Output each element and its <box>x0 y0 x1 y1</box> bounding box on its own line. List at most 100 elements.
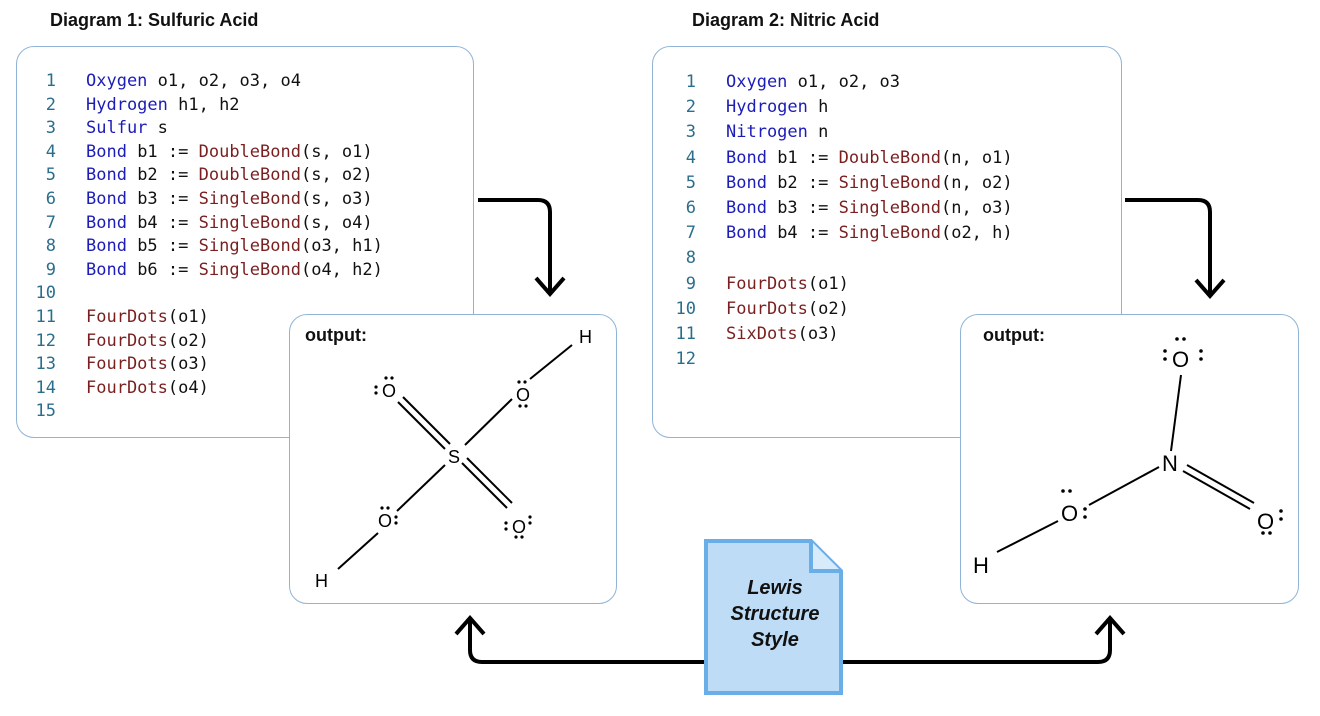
diagram2-title: Diagram 2: Nitric Acid <box>692 10 880 30</box>
code-text: (o3, h1) <box>300 236 383 257</box>
code-function: SingleBond <box>198 259 301 280</box>
code-text: b4 := <box>126 212 199 233</box>
code-function: FourDots <box>726 273 808 294</box>
code-text: (n, o1) <box>940 147 1013 168</box>
atom-o2: O <box>512 517 526 537</box>
line-number: 3 <box>45 118 56 139</box>
diagram2-output-label: output: <box>983 325 1045 345</box>
lewis-style-document: Lewis Structure Style <box>704 539 843 695</box>
code-keyword: Oxygen <box>726 72 788 92</box>
atom-s: S <box>448 447 460 467</box>
code-function: FourDots <box>86 377 168 398</box>
code-function: SingleBond <box>198 188 301 209</box>
code-text: o1, o2, o3, o4 <box>147 71 301 91</box>
code-line: 14 FourDots(o4) <box>28 377 383 401</box>
line-number: 5 <box>685 172 696 193</box>
atom-o3: O <box>378 511 392 531</box>
bond-o3-h1 <box>337 532 379 570</box>
code-function: SixDots <box>726 324 798 345</box>
nitric-acid-lewis-structure: N O O O H <box>973 337 1283 578</box>
bond-s-o1-b <box>402 396 451 445</box>
code-function: FourDots <box>726 298 808 319</box>
code-keyword: Bond <box>726 198 767 219</box>
code-keyword: Bond <box>86 188 127 209</box>
diagram1-arrowhead-down <box>534 276 566 298</box>
code-text: (o1) <box>807 273 849 294</box>
code-text: b3 := <box>126 188 199 209</box>
code-keyword: Hydrogen <box>726 97 808 118</box>
bond-s-o2-b <box>466 457 513 504</box>
code-keyword: Bond <box>86 259 127 280</box>
atom-o-right: O <box>1257 509 1274 534</box>
bond-o2-h <box>996 520 1059 553</box>
bond-o4-h2 <box>529 344 573 380</box>
code-line: 12 <box>668 347 1013 372</box>
code-text: b1 := <box>766 147 839 168</box>
code-text: (o1) <box>167 306 209 327</box>
code-line: 6 Bond b3 := SingleBond(s, o3) <box>28 188 383 212</box>
code-keyword: Bond <box>86 141 127 162</box>
line-number: 4 <box>685 147 696 168</box>
sulfuric-acid-lewis-structure: S O O O O H H <box>315 327 592 591</box>
code-function: SingleBond <box>838 172 941 193</box>
code-text: (o4, h2) <box>300 259 383 280</box>
code-keyword: Oxygen <box>86 71 148 91</box>
line-number: 12 <box>675 349 696 370</box>
code-text: b2 := <box>126 165 199 186</box>
style-line-2: Structure <box>731 603 820 625</box>
code-function: DoubleBond <box>198 141 301 162</box>
style-to-diagram2-arrowhead <box>1094 614 1126 636</box>
lone-pairs-sulfuric <box>374 376 532 539</box>
atom-n: N <box>1162 451 1178 476</box>
diagram1-output-card: output: S O O O O H H <box>289 314 617 604</box>
code-keyword: Sulfur <box>86 118 148 139</box>
atom-o-top: O <box>1172 347 1189 372</box>
bond-n-o3-b <box>1182 470 1251 510</box>
code-text: b1 := <box>126 141 199 162</box>
code-function: FourDots <box>86 306 168 327</box>
line-number: 7 <box>685 223 696 244</box>
code-keyword: Hydrogen <box>86 94 168 115</box>
line-number: 2 <box>685 97 696 118</box>
code-function: SingleBond <box>198 236 301 257</box>
code-text: (n, o3) <box>940 198 1013 219</box>
line-number: 6 <box>45 188 56 209</box>
style-to-diagram2-arrow <box>843 620 1112 664</box>
atom-h: H <box>973 553 989 578</box>
code-function: FourDots <box>86 330 168 351</box>
atom-o-left: O <box>1061 501 1078 526</box>
code-text: (o4) <box>167 377 209 398</box>
code-function: SingleBond <box>838 198 941 219</box>
code-text: (s, o1) <box>300 141 373 162</box>
code-keyword: Bond <box>726 223 767 244</box>
code-text: b6 := <box>126 259 199 280</box>
bond-n-o3-a <box>1186 464 1255 504</box>
document-fold-icon <box>809 541 841 573</box>
atom-o4: O <box>516 385 530 405</box>
bond-n-o1 <box>1170 374 1182 452</box>
code-text: s <box>147 118 168 139</box>
code-text: b3 := <box>766 198 839 219</box>
line-number: 12 <box>35 330 56 351</box>
code-function: DoubleBond <box>198 165 301 186</box>
code-text: (s, o3) <box>300 188 373 209</box>
style-line-3: Style <box>751 629 799 651</box>
code-keyword: Bond <box>726 147 767 168</box>
style-to-diagram1-arrow <box>468 620 705 664</box>
bond-s-o4 <box>464 398 513 446</box>
line-number: 14 <box>35 377 56 398</box>
diagram2-code-to-output-arrow <box>1125 198 1212 294</box>
code-keyword: Nitrogen <box>726 122 808 143</box>
line-number: 9 <box>685 273 696 294</box>
